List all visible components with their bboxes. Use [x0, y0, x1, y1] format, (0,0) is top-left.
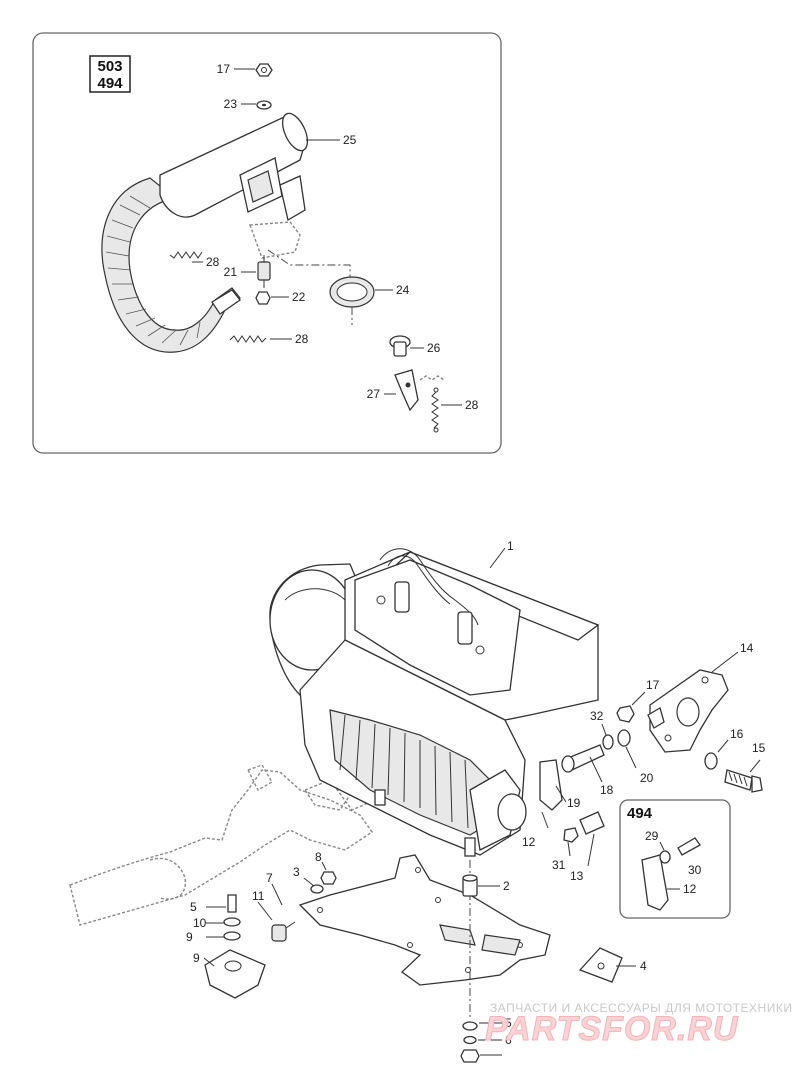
callout-29: 29 — [645, 829, 659, 843]
washer-icon — [462, 1021, 478, 1031]
callout-15: 15 — [752, 741, 766, 755]
washer-icon — [704, 752, 718, 770]
model-badge — [89, 55, 131, 93]
rubber-mount-icon — [271, 921, 296, 942]
nut-icon — [255, 63, 273, 77]
callout-24: 24 — [396, 283, 410, 297]
bolt-icon — [677, 837, 701, 856]
sub-box-494: 494 29 30 12 — [619, 799, 731, 919]
callout-12b: 12 — [683, 882, 697, 896]
callout-9: 9 — [193, 951, 200, 965]
callout-5b: 6 — [505, 1033, 512, 1047]
callout-31: 31 — [552, 858, 566, 872]
watermark-logo: PARTSFOR.RU — [485, 1010, 739, 1048]
bolt-icon — [724, 769, 763, 793]
callout-7: 11 — [252, 889, 265, 903]
washer-icon — [463, 1035, 477, 1045]
nut-icon — [320, 871, 337, 885]
spacer-icon — [462, 874, 478, 897]
callout-17: 17 — [646, 678, 660, 692]
washer-icon — [617, 729, 631, 747]
model-badge-494: 494 — [97, 75, 123, 92]
gasket-ring-icon — [329, 276, 375, 325]
callout-21: 21 — [224, 265, 238, 279]
callout-28: 28 — [206, 255, 220, 269]
callout-28c: 28 — [465, 398, 479, 412]
callout-4: 3 — [293, 865, 300, 879]
washer-icon — [223, 931, 241, 941]
callout-5: 10 — [193, 916, 207, 930]
callout-16: 16 — [730, 727, 744, 741]
callout-30: 30 — [688, 863, 702, 877]
model-badge-503: 503 — [97, 58, 122, 75]
callout-2: 2 — [503, 879, 510, 893]
callout-17: 17 — [217, 62, 231, 76]
bolt-icon — [227, 894, 237, 913]
washer-icon — [659, 850, 671, 864]
callout-22: 22 — [292, 290, 306, 304]
engine-illustration — [69, 548, 600, 926]
callout-26: 26 — [427, 341, 441, 355]
main-callouts: 1 14 17 32 16 15 20 18 19 12 31 13 2 8 3… — [186, 539, 766, 1056]
bolt-icon — [579, 811, 605, 835]
nut-icon — [616, 705, 635, 723]
engine-mounting-plate-icon — [298, 854, 551, 986]
callout-9b: 4 — [640, 959, 647, 973]
inset-callouts: 17 23 25 28 21 22 24 28 26 27 28 — [192, 62, 479, 412]
callout-1: 1 — [507, 539, 514, 553]
callout-28b: 28 — [295, 332, 309, 346]
stud-icon — [561, 744, 605, 773]
callout-8: 8 — [315, 850, 322, 864]
bumper-icon — [389, 335, 411, 357]
muffler-illustration — [101, 112, 309, 353]
callout-14: 14 — [740, 641, 754, 655]
callout-13: 13 — [570, 869, 584, 883]
callout-23: 23 — [224, 97, 238, 111]
callout-19: 19 — [567, 796, 581, 810]
rubber-mount-icon — [257, 255, 271, 288]
watermark: ЗАПЧАСТИ И АКСЕССУАРЫ ДЛЯ МОТОТЕХНИКИ PA… — [485, 1001, 792, 1049]
nut-icon — [255, 291, 271, 305]
callout-12: 12 — [522, 835, 536, 849]
callout-10: 9 — [186, 930, 193, 944]
washer-icon — [310, 884, 324, 894]
watermark-text: ЗАПЧАСТИ И АКСЕССУАРЫ ДЛЯ МОТОТЕХНИКИ — [490, 1001, 792, 1015]
bracket-icon — [641, 854, 669, 911]
washer-icon — [602, 734, 614, 750]
callout-18: 18 — [600, 783, 614, 797]
washer-icon — [223, 917, 241, 927]
inset-box: 503 494 — [32, 32, 502, 454]
nut-icon — [460, 1049, 480, 1063]
callout-32: 32 — [590, 709, 604, 723]
nut-icon — [563, 827, 579, 843]
bracket-icon — [394, 369, 445, 412]
callout-20: 20 — [640, 771, 654, 785]
model-badge-494b: 494 — [627, 805, 653, 822]
rubber-mount-block-icon — [204, 949, 266, 999]
callout-4b: 5 — [505, 1016, 512, 1030]
callout-25: 25 — [343, 133, 357, 147]
callout-11: 5 — [190, 900, 197, 914]
callout-27: 27 — [367, 387, 381, 401]
callout-3: 7 — [266, 871, 273, 885]
bracket-icon — [539, 759, 563, 811]
